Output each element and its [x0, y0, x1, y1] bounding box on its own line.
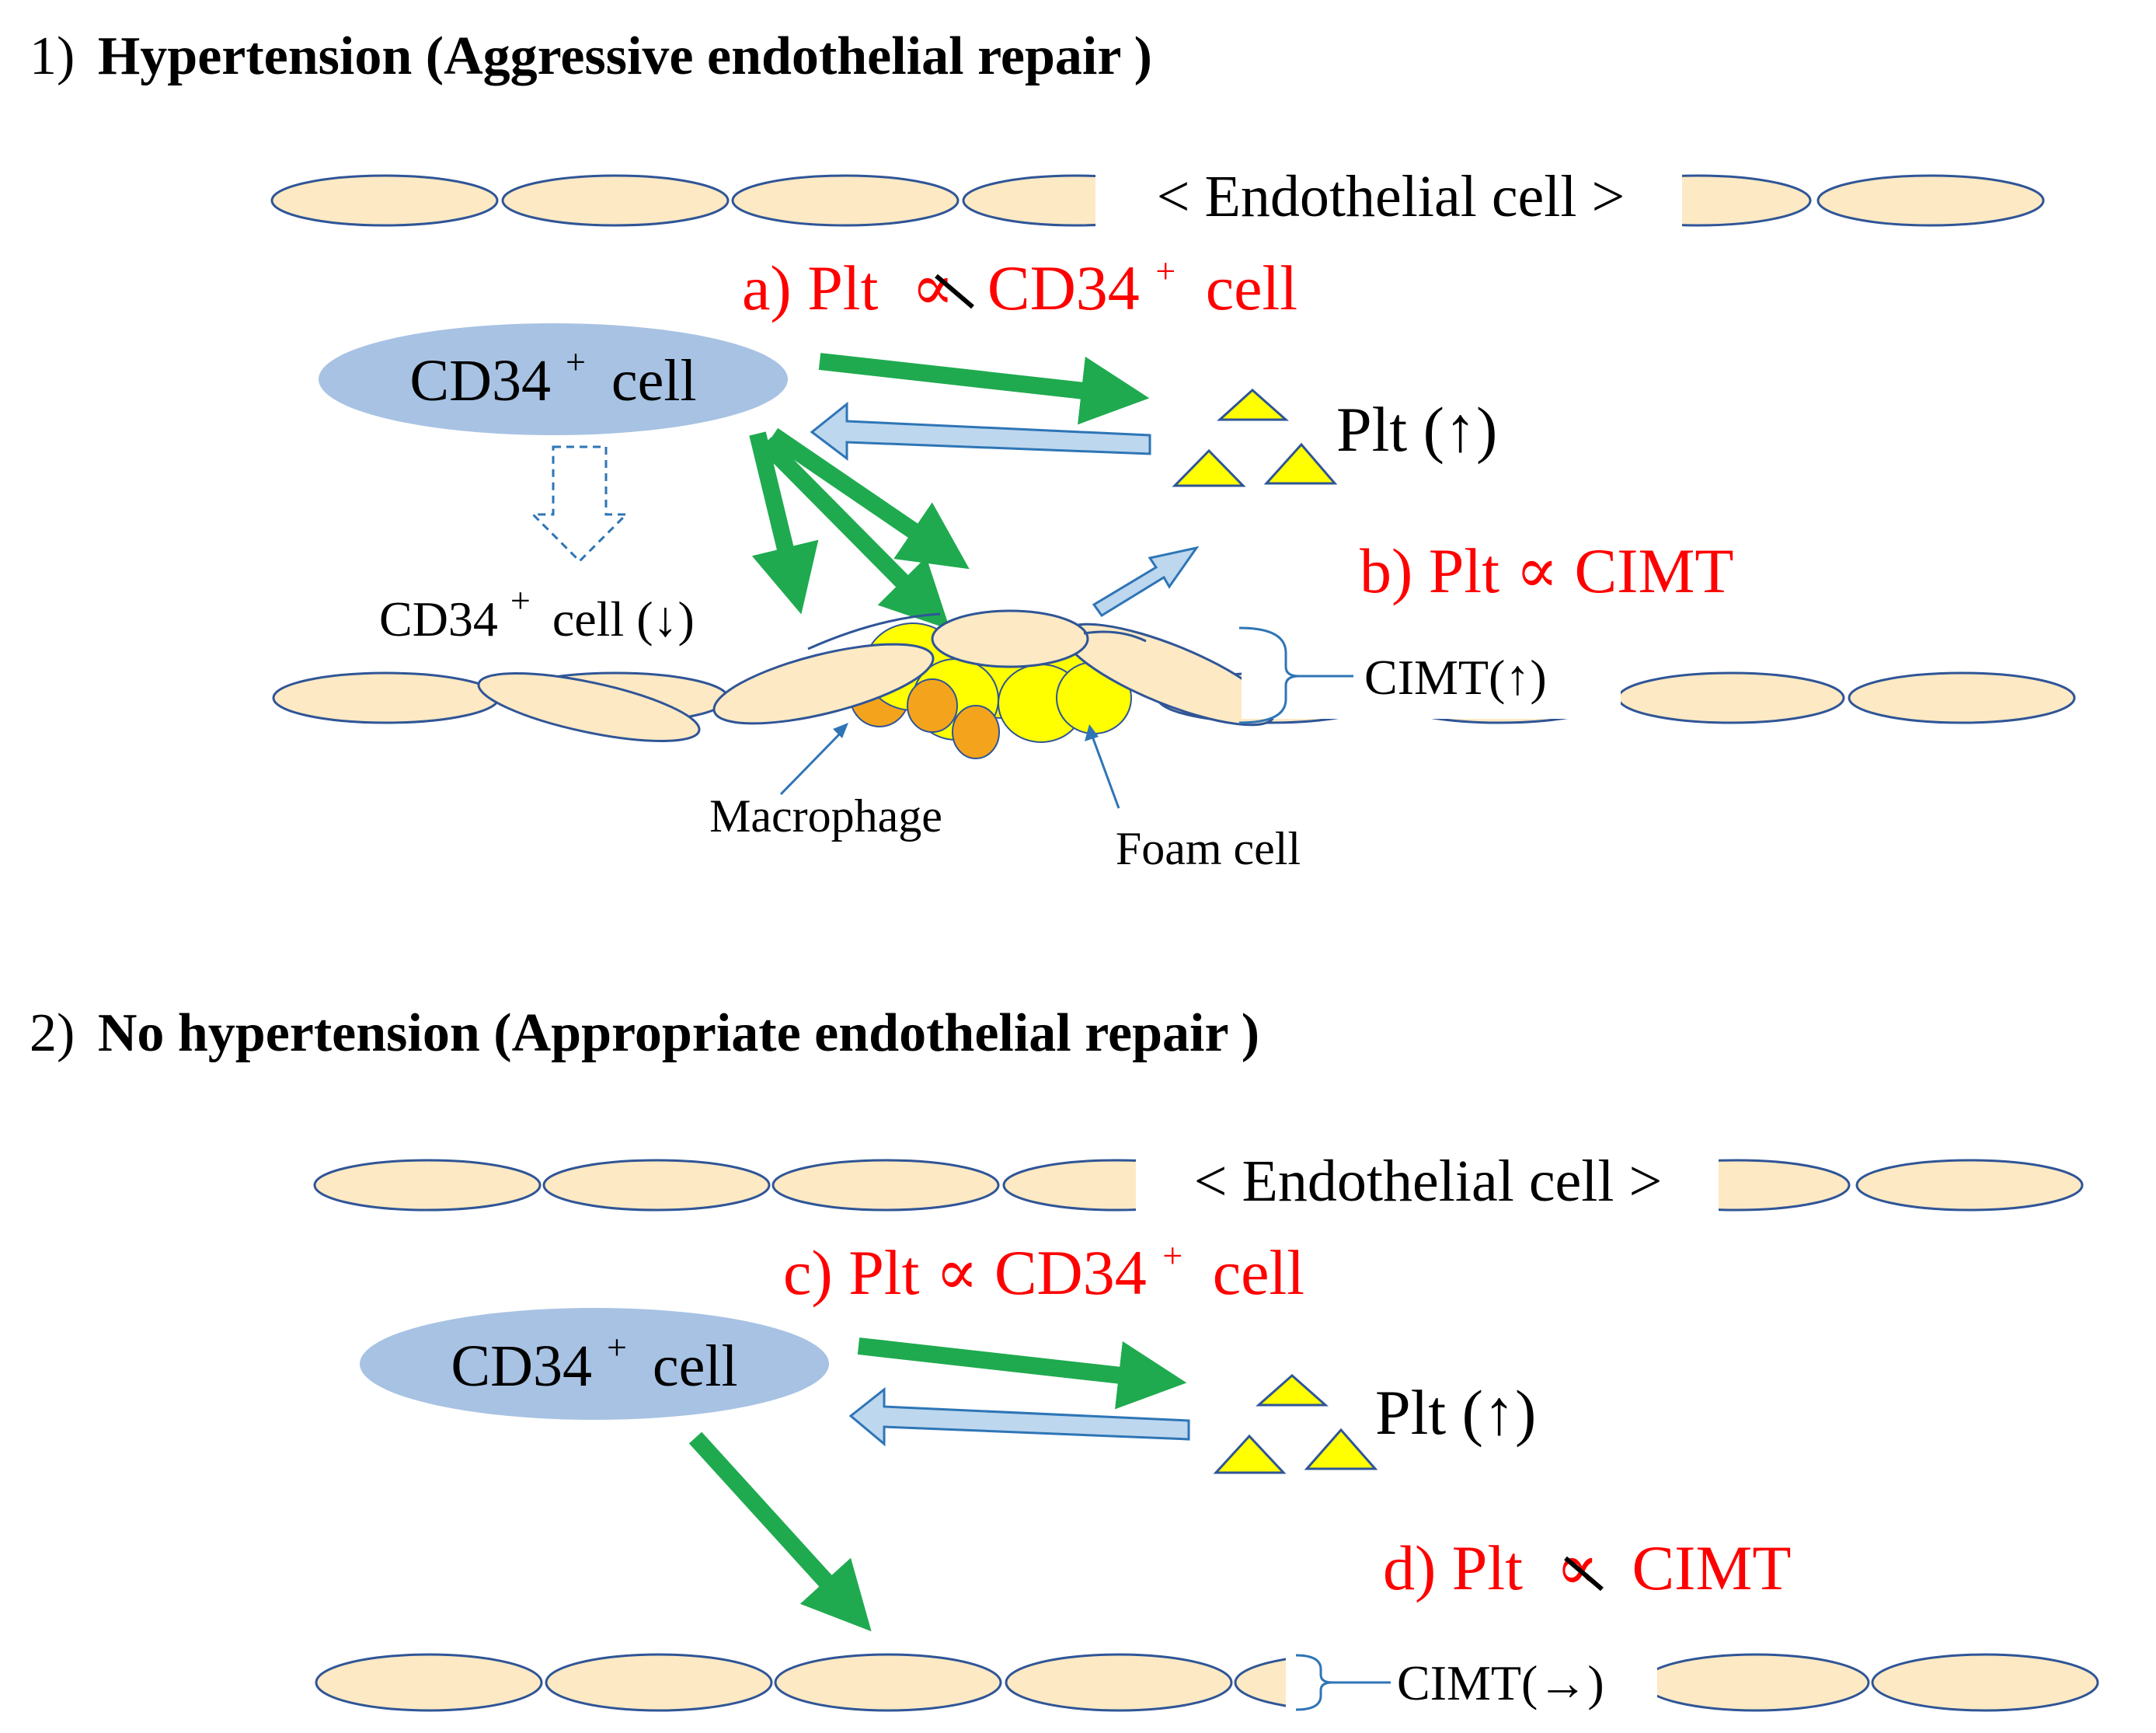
cimt-label-background — [1242, 622, 1621, 719]
lesion-cap-line — [1083, 630, 1147, 643]
endothelial-cell — [501, 174, 730, 227]
endothelial-cell — [1855, 1159, 2084, 1212]
relation-a-end: cell — [1206, 253, 1297, 323]
endothelial-cell — [313, 1159, 542, 1212]
top-endothelial-layer-2: < Endothelial cell > — [313, 1142, 2084, 1229]
macrophage — [952, 705, 1000, 759]
platelet-group-2 — [1213, 1373, 1378, 1474]
endothelial-cell — [315, 1653, 543, 1712]
dashed-down-arrow — [530, 445, 629, 563]
endothelial-cell — [1617, 671, 1845, 724]
endothelial-cell — [545, 1653, 773, 1712]
cimt-unchanged-label: CIMT(→) — [1397, 1655, 1604, 1710]
endothelial-cell — [731, 174, 960, 227]
relation-a-strike — [935, 274, 974, 309]
panel-1: 1) Hypertension (Aggressive endothelial … — [30, 26, 2076, 874]
foam-cell-pointer — [1090, 734, 1120, 809]
green-arrow-cd34-to-plt-2 — [857, 1337, 1187, 1410]
panel-2: 2) No hypertension (Appropriate endothel… — [30, 1003, 2099, 1725]
endothelial-cell — [1816, 174, 2045, 227]
lesion-cap-line — [807, 612, 941, 650]
green-arrow-to-left-lesion — [749, 431, 819, 615]
blue-arrow-lesion-to-plt — [1092, 546, 1200, 618]
endothelial-cell — [542, 1159, 771, 1212]
macrophage — [907, 678, 958, 733]
panel-1-title: 1) Hypertension (Aggressive endothelial … — [30, 26, 1152, 86]
relation-d-label: d) Plt ∝ CIMT — [1383, 1533, 1791, 1603]
platelet-triangle — [1304, 1428, 1378, 1470]
green-arrow-cd34-to-plt — [818, 353, 1150, 425]
platelet-triangle — [1217, 388, 1289, 421]
relation-d-strike — [1564, 1556, 1604, 1592]
endothelial-cell — [1871, 1653, 2099, 1712]
panel-2-number: 2) — [30, 1003, 75, 1063]
endothelial-cell — [1848, 671, 2076, 724]
cimt-increase-label: CIMT(↑) — [1364, 650, 1547, 705]
platelet-group-1 — [1172, 388, 1338, 487]
relation-a-prefix: a) Plt — [742, 253, 879, 323]
cimt-label-background-2 — [1286, 1644, 1657, 1725]
cd34-decrease-label: CD34 + cell (↓) — [379, 568, 695, 647]
green-arrow-to-center-lesion — [759, 437, 950, 630]
endothelial-cell-label-2: < Endothelial cell > — [1194, 1149, 1663, 1214]
macrophage-pointer — [779, 729, 845, 796]
blue-arrow-plt-to-cd34-2 — [848, 1386, 1190, 1447]
endothelial-cell — [931, 609, 1089, 668]
macrophage-label: Macrophage — [709, 790, 942, 842]
endothelial-cell — [771, 1159, 1000, 1212]
green-arrow-to-right-lesion — [768, 427, 970, 570]
macrophage-pointer-head — [833, 723, 848, 738]
platelet-triangle — [1256, 1373, 1329, 1407]
foam-cell-label: Foam cell — [1116, 823, 1301, 874]
cd34-cell-label-2: CD34 + cell — [451, 1307, 737, 1399]
platelet-triangle — [1172, 448, 1246, 487]
endothelial-label-background — [1095, 159, 1682, 245]
panel-2-title: 2) No hypertension (Appropriate endothel… — [30, 1003, 1259, 1063]
plt-label-2: Plt (↑) — [1375, 1377, 1536, 1448]
platelet-triangle — [1263, 442, 1338, 485]
relation-b-label: b) Plt ∝ CIMT — [1360, 535, 1733, 606]
foam-cell-pointer-head — [1085, 724, 1099, 741]
top-endothelial-layer-1: < Endothelial cell > — [270, 159, 2045, 245]
panel-1-title-text: Hypertension (Aggressive endothelial rep… — [98, 26, 1152, 86]
platelet-triangle — [1213, 1434, 1287, 1474]
plt-label: Plt (↑) — [1336, 394, 1497, 465]
relation-c-label: c) Plt ∝ CD34 + cell — [783, 1211, 1304, 1308]
endothelial-cell — [270, 174, 499, 227]
panel-1-number: 1) — [30, 26, 75, 86]
green-arrow-to-endothelium — [688, 1431, 872, 1632]
endothelial-cell — [272, 671, 500, 724]
panel-2-title-text: No hypertension (Appropriate endothelial… — [98, 1003, 1259, 1063]
endothelial-cell — [774, 1653, 1002, 1712]
cd34-cell-label: CD34 + cell — [409, 322, 696, 413]
relation-a-sup: + — [1155, 251, 1176, 291]
endothelial-cell — [477, 672, 701, 742]
bottom-endothelial-layer-1 — [272, 609, 2076, 742]
endothelial-cell — [1005, 1653, 1233, 1712]
cd34-cell — [319, 323, 788, 435]
endothelial-cell — [712, 643, 935, 725]
relation-a-label: a) Plt ∝ CD34 + cell — [742, 226, 1297, 323]
blue-arrow-plt-to-cd34 — [810, 401, 1151, 462]
cd34-cell-2 — [360, 1308, 829, 1420]
relation-a-suffix: CD34 — [987, 253, 1140, 323]
bottom-endothelial-layer-2 — [315, 1653, 2099, 1712]
endothelial-cell — [1642, 1653, 1870, 1712]
endothelial-label-background — [1136, 1142, 1719, 1229]
endothelial-cell-label: < Endothelial cell > — [1157, 164, 1625, 229]
